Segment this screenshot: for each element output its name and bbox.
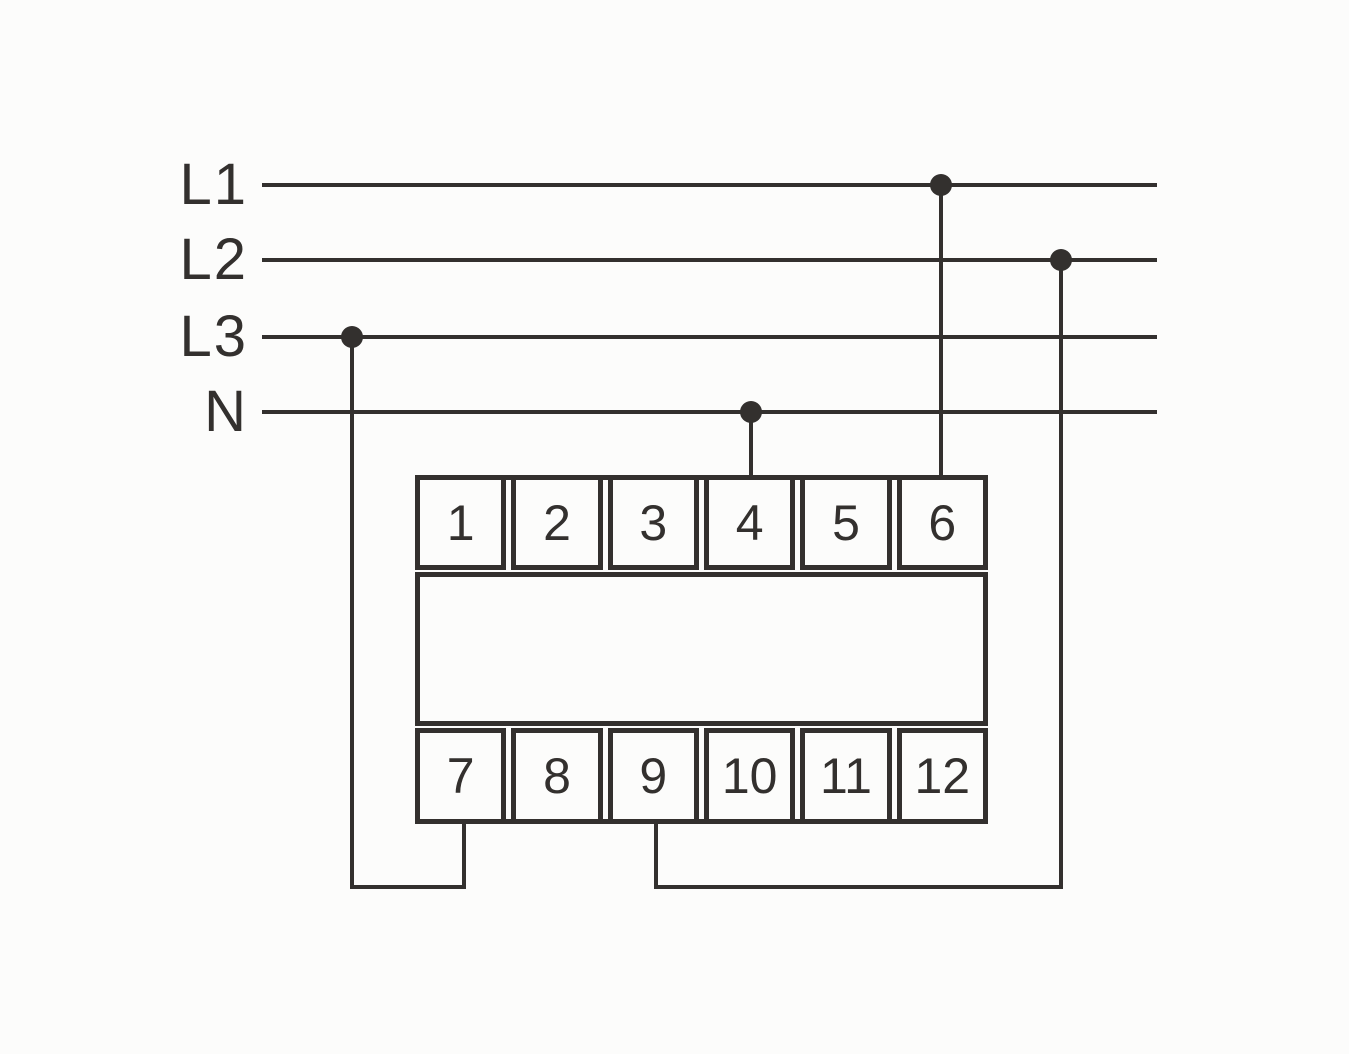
bus-line-l2	[262, 258, 1157, 262]
junction-dot-n	[740, 401, 762, 423]
wire-l2-drop	[1059, 260, 1063, 889]
junction-dot-l2	[1050, 249, 1072, 271]
terminal-12: 12	[896, 728, 988, 824]
terminal-1: 1	[415, 475, 507, 570]
device-body	[415, 572, 988, 726]
bus-label-l3: L3	[179, 304, 248, 369]
device-top-edge	[415, 475, 988, 480]
terminal-9: 9	[607, 728, 699, 824]
wire-l2-to-terminal-9-link	[654, 885, 1063, 889]
bus-line-l3	[262, 335, 1157, 339]
device-bottom-terminal-row: 7 8 9 10 11 12	[415, 728, 988, 824]
junction-dot-l1	[930, 174, 952, 196]
terminal-7: 7	[415, 728, 507, 824]
terminal-5: 5	[800, 475, 892, 570]
bus-label-l2: L2	[179, 227, 248, 292]
terminal-3: 3	[607, 475, 699, 570]
terminal-6: 6	[896, 475, 988, 570]
bus-label-l1: L1	[179, 152, 248, 217]
terminal-8: 8	[511, 728, 603, 824]
bus-line-n	[262, 410, 1157, 414]
wire-n-to-terminal-4	[749, 412, 753, 480]
device-bottom-edge	[415, 819, 988, 824]
junction-dot-l3	[341, 326, 363, 348]
wire-terminal-9-drop	[654, 819, 658, 889]
bus-line-l1	[262, 183, 1157, 187]
bus-label-n: N	[204, 379, 248, 444]
wire-l1-to-terminal-6	[939, 185, 943, 480]
wire-l3-to-terminal-7-link	[350, 885, 466, 889]
terminal-2: 2	[511, 475, 603, 570]
terminal-10: 10	[703, 728, 796, 824]
device-top-terminal-row: 1 2 3 4 5 6	[415, 475, 988, 570]
terminal-11: 11	[800, 728, 892, 824]
terminal-4: 4	[703, 475, 796, 570]
wire-terminal-7-drop	[462, 819, 466, 889]
wire-l3-drop	[350, 337, 354, 889]
